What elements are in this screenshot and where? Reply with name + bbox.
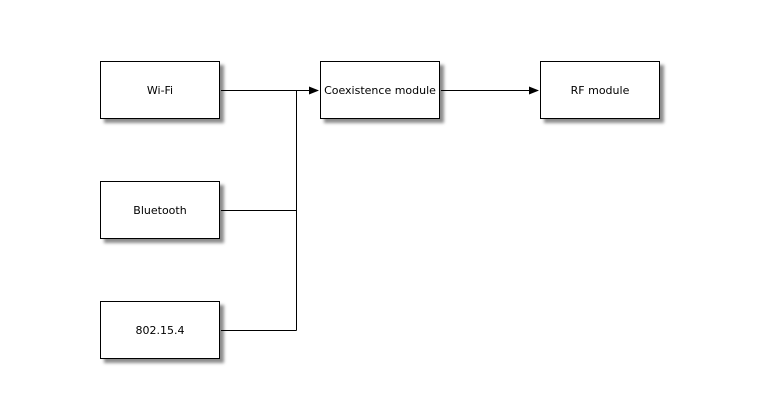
node-rf-module: RF module — [540, 61, 660, 119]
node-802154-label: 802.15.4 — [135, 323, 185, 337]
node-wifi: Wi-Fi — [100, 61, 220, 119]
node-bluetooth-label: Bluetooth — [133, 203, 187, 217]
node-coexistence-module: Coexistence module — [320, 61, 440, 119]
node-bluetooth: Bluetooth — [100, 181, 220, 239]
node-wifi-label: Wi-Fi — [146, 83, 174, 97]
node-rf-module-label: RF module — [570, 83, 630, 97]
node-802154: 802.15.4 — [100, 301, 220, 359]
node-coexistence-module-label: Coexistence module — [324, 83, 436, 97]
